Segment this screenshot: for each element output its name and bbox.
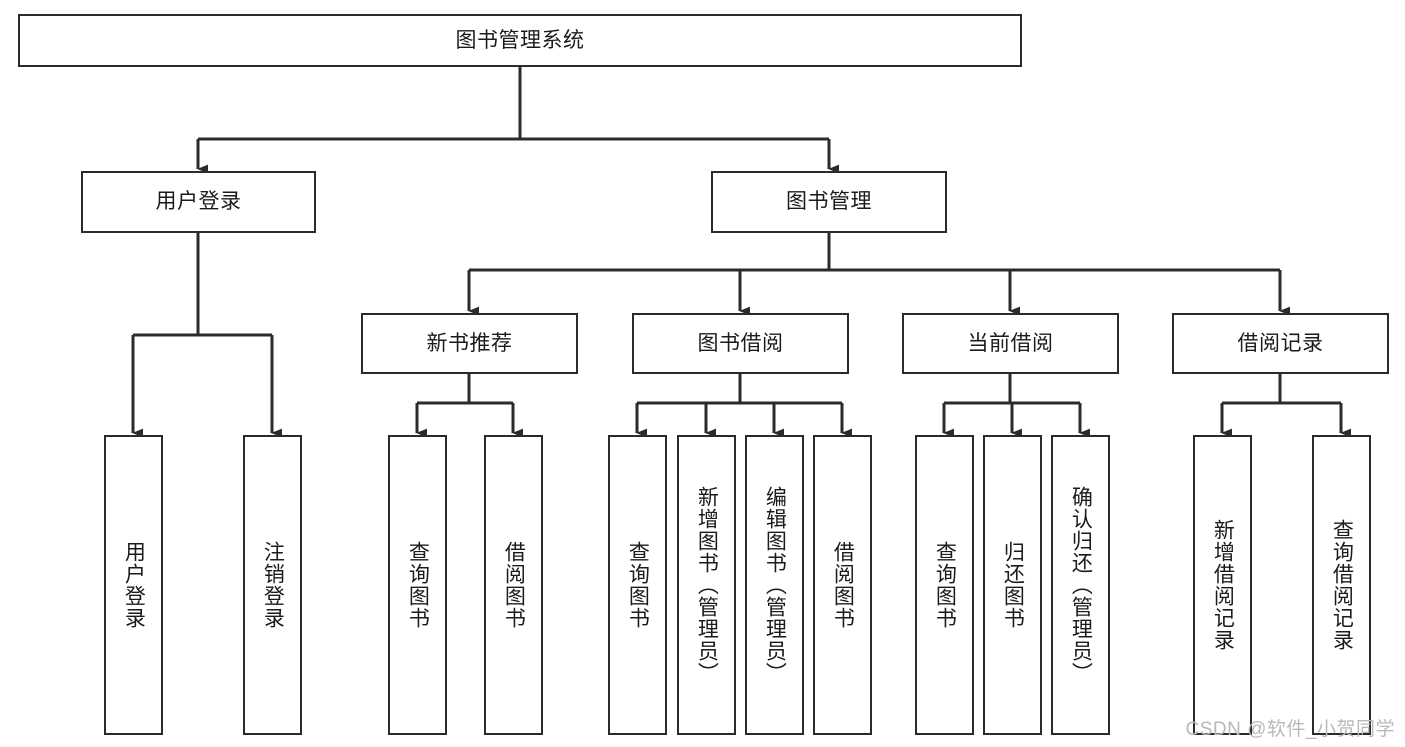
node-leaf-query-book-recommend[interactable]: 查询图书 (388, 435, 447, 735)
node-label-leaf-add-book: 新增图书（管理员） (695, 486, 719, 684)
node-leaf-return-book[interactable]: 归还图书 (983, 435, 1042, 735)
node-label-leaf-borrow-book-recommend: 借阅图书 (502, 541, 526, 629)
node-label-leaf-logout: 注销登录 (261, 541, 285, 629)
node-label-book-manage: 图书管理 (786, 190, 872, 214)
node-leaf-query-book-current[interactable]: 查询图书 (915, 435, 974, 735)
node-leaf-borrow-book-recommend[interactable]: 借阅图书 (484, 435, 543, 735)
node-label-leaf-query-book-current: 查询图书 (933, 541, 957, 629)
node-label-leaf-query-borrow-record: 查询借阅记录 (1330, 519, 1354, 651)
node-leaf-add-book[interactable]: 新增图书（管理员） (677, 435, 736, 735)
node-label-leaf-edit-book: 编辑图书（管理员） (763, 486, 787, 684)
node-label-book-borrow: 图书借阅 (697, 331, 784, 355)
node-label-leaf-query-book-recommend: 查询图书 (406, 541, 430, 629)
node-leaf-query-borrow-record[interactable]: 查询借阅记录 (1312, 435, 1371, 735)
node-leaf-borrow-book[interactable]: 借阅图书 (813, 435, 872, 735)
node-leaf-logout[interactable]: 注销登录 (243, 435, 302, 735)
node-book-manage[interactable]: 图书管理 (711, 171, 947, 233)
node-book-borrow[interactable]: 图书借阅 (632, 313, 849, 374)
node-label-leaf-add-borrow-record: 新增借阅记录 (1211, 519, 1235, 651)
node-label-leaf-return-book: 归还图书 (1001, 541, 1025, 629)
node-label-user-login: 用户登录 (155, 190, 242, 214)
watermark-credit: CSDN @软件_小贺同学 (1185, 719, 1395, 740)
node-label-leaf-confirm-return: 确认归还（管理员） (1069, 486, 1093, 684)
node-root-system[interactable]: 图书管理系统 (18, 14, 1022, 67)
node-user-login[interactable]: 用户登录 (81, 171, 316, 233)
node-leaf-add-borrow-record[interactable]: 新增借阅记录 (1193, 435, 1252, 735)
node-label-root: 图书管理系统 (455, 28, 585, 52)
node-label-leaf-query-book-borrow: 查询图书 (626, 541, 650, 629)
node-borrow-record[interactable]: 借阅记录 (1172, 313, 1389, 374)
node-label-leaf-borrow-book: 借阅图书 (831, 541, 855, 629)
node-label-new-book-recommend: 新书推荐 (426, 331, 513, 355)
node-label-borrow-record: 借阅记录 (1237, 331, 1324, 355)
node-leaf-confirm-return[interactable]: 确认归还（管理员） (1051, 435, 1110, 735)
node-leaf-query-book-borrow[interactable]: 查询图书 (608, 435, 667, 735)
node-label-leaf-user-login: 用户登录 (122, 541, 146, 629)
node-leaf-user-login[interactable]: 用户登录 (104, 435, 163, 735)
node-leaf-edit-book[interactable]: 编辑图书（管理员） (745, 435, 804, 735)
node-label-current-borrow: 当前借阅 (967, 331, 1054, 355)
node-current-borrow[interactable]: 当前借阅 (902, 313, 1119, 374)
node-new-book-recommend[interactable]: 新书推荐 (361, 313, 578, 374)
